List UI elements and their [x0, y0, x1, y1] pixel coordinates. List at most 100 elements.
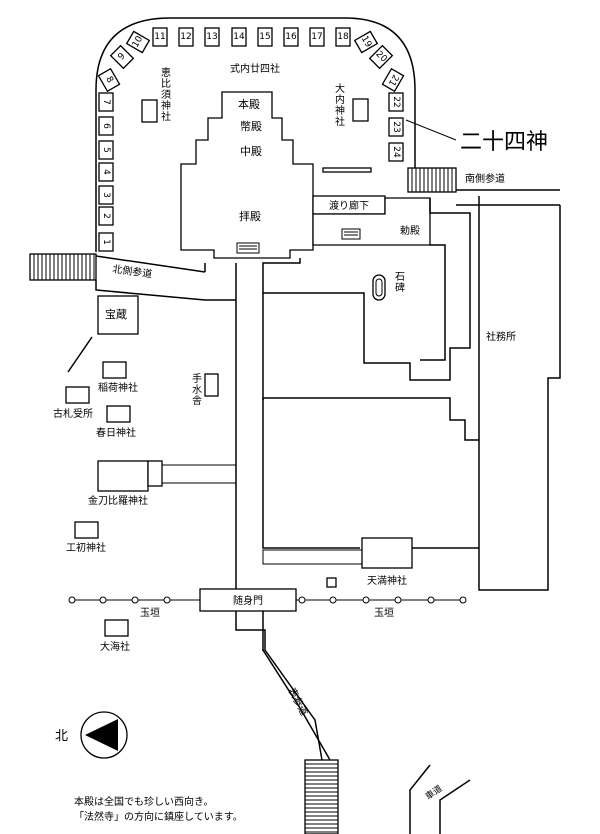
label-sekihi: 石碑 [395, 272, 405, 294]
svg-text:15: 15 [259, 32, 270, 42]
note-line-2: 「法然寺」の方向に鎮座しています。 [74, 810, 243, 823]
shrine-number-11: 11 [152, 27, 168, 47]
label-amamichi: 天満神社 [367, 574, 407, 587]
shrine-number-17: 17 [309, 27, 325, 47]
north-approach-stairs [29, 253, 97, 281]
ouchi-shrine-icon [352, 98, 369, 122]
label-kusaki: 工初神社 [66, 541, 106, 554]
svg-text:3: 3 [101, 192, 111, 198]
main-hall [180, 91, 314, 259]
shrine-number-4: 4 [98, 162, 114, 182]
label-kita-sando: 北側参道 [112, 262, 153, 280]
shamusho-lower-block [263, 397, 479, 441]
label-watari-roka: 渡り廊下 [329, 199, 369, 212]
fence-post [99, 596, 107, 604]
shrine-number-1: 1 [98, 232, 114, 252]
north-approach-path [95, 255, 206, 273]
label-tamagaki-left: 玉垣 [140, 607, 160, 619]
label-hozo: 宝蔵 [105, 307, 127, 321]
label-chokuden: 勅殿 [400, 225, 420, 237]
label-nijuyon: 二十四神 [460, 130, 548, 155]
note-line-1: 本殿は全国でも珍しい西向き。 [74, 795, 214, 808]
hozo [97, 295, 139, 335]
furufuda-icon [65, 386, 90, 404]
shrine-number-16: 16 [283, 27, 299, 47]
car-road [409, 764, 431, 834]
fence-post [394, 596, 402, 604]
label-chuden: 中殿 [240, 145, 262, 158]
svg-text:11: 11 [154, 32, 165, 42]
zuishinmon-gate [199, 588, 297, 612]
label-zuishinmon: 随身門 [233, 594, 263, 607]
shrine-number-9: 9 [109, 44, 135, 70]
svg-text:24: 24 [391, 146, 401, 158]
shrine-number-3: 3 [98, 185, 114, 205]
shrine-number-5: 5 [98, 140, 114, 160]
fence-post [131, 596, 139, 604]
shrine-number-8: 8 [97, 67, 121, 93]
label-shikinai: 式内廿四社 [230, 62, 280, 75]
fence-post [427, 596, 435, 604]
label-ouchi: 大内神社 [335, 82, 345, 128]
haiden-steps [236, 242, 260, 254]
label-ebisu: 恵比須神社 [161, 66, 171, 123]
shrine-number-2: 2 [98, 206, 114, 226]
svg-text:9: 9 [116, 51, 127, 62]
svg-text:13: 13 [206, 32, 217, 42]
fence-post [298, 596, 306, 604]
shrine-number-23: 23 [388, 117, 404, 137]
chokuden-steps [341, 228, 361, 240]
label-haiden: 拝殿 [239, 210, 261, 223]
small-marker [326, 577, 337, 588]
north-arrow-icon [85, 719, 118, 751]
fence-post [459, 596, 467, 604]
label-heiden: 幣殿 [240, 120, 262, 133]
kusaki-shrine-icon [74, 521, 99, 539]
shrine-number-10: 10 [125, 30, 151, 54]
label-north: 北 [55, 729, 68, 744]
shrine-number-6: 6 [98, 116, 114, 136]
svg-text:7: 7 [101, 99, 111, 105]
svg-text:4: 4 [101, 169, 111, 175]
shrine-number-7: 7 [98, 92, 114, 112]
label-shamusho: 社務所 [486, 330, 516, 343]
label-temizuya: 手水舎 [192, 372, 202, 407]
svg-text:21: 21 [386, 73, 400, 88]
ebisu-shrine-icon [141, 99, 158, 123]
shrine-number-12: 12 [178, 27, 194, 47]
svg-text:12: 12 [180, 32, 191, 42]
label-inari: 稲荷神社 [98, 381, 138, 394]
label-kasuga: 春日神社 [96, 426, 136, 439]
svg-text:1: 1 [101, 239, 111, 245]
kasuga-shrine-icon [106, 405, 131, 423]
bench-bar [322, 167, 372, 173]
fence-post [68, 596, 76, 604]
main-entrance-stairs [304, 759, 339, 834]
svg-text:5: 5 [101, 147, 111, 153]
fence-post [329, 596, 337, 604]
svg-text:2: 2 [101, 213, 111, 219]
shrine-number-21: 21 [381, 67, 405, 93]
label-minami-sando: 南側参道 [465, 172, 505, 185]
shamusho-outline [262, 198, 471, 381]
svg-text:8: 8 [103, 75, 115, 85]
shrine-number-15: 15 [257, 27, 273, 47]
label-daikai: 大海社 [100, 640, 130, 653]
label-tamagaki-right: 玉垣 [374, 607, 394, 619]
inner-enclosure-wall [95, 17, 416, 252]
daikai-shrine-icon [104, 619, 129, 637]
shrine-number-20: 20 [368, 44, 394, 70]
temizuya [204, 373, 219, 397]
shrine-number-13: 13 [204, 27, 220, 47]
svg-text:22: 22 [391, 96, 401, 107]
label-furufuda: 古札受所 [53, 407, 93, 420]
svg-text:16: 16 [285, 32, 297, 42]
label-omote-sando: 表参道 [285, 685, 311, 718]
fence-post [362, 596, 370, 604]
svg-text:6: 6 [101, 123, 111, 129]
shrine-number-22: 22 [388, 92, 404, 112]
inari-shrine-icon [102, 361, 127, 379]
label-konpira: 金刀比羅神社 [88, 494, 148, 507]
